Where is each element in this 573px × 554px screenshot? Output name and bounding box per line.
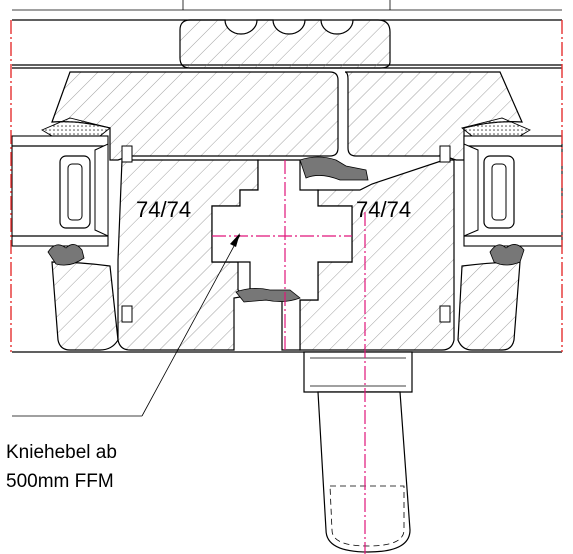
left-profile-dim-label: 74/74 [136, 197, 191, 222]
outer-edge-lines [10, 20, 563, 352]
handle-lever [303, 351, 413, 553]
top-block [179, 19, 391, 69]
center-mullion [211, 156, 369, 351]
left-sash-profile [11, 71, 339, 351]
top-dimension-bracket [12, 0, 562, 11]
callout-text-line2: 500mm FFM [6, 471, 114, 492]
right-profile-dim-label: 74/74 [356, 197, 411, 222]
right-sash-profile [299, 71, 563, 351]
callout-leader [12, 233, 241, 417]
callout-text-line1: Kniehebel ab [6, 442, 117, 463]
centerlines [212, 160, 366, 554]
